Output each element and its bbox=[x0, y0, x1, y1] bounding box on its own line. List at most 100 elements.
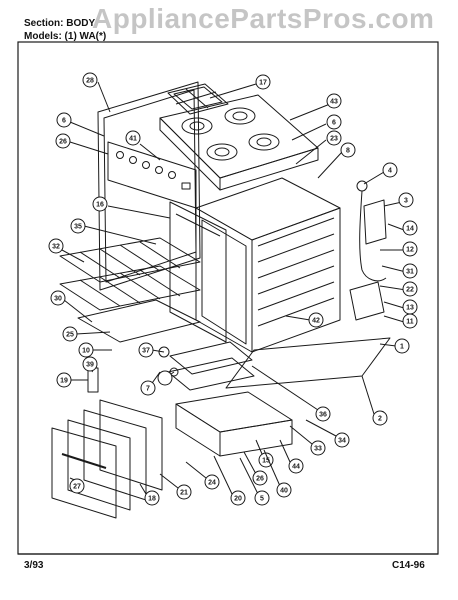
left-side-panel bbox=[169, 201, 227, 343]
oven-rack-lower bbox=[59, 265, 201, 311]
callout-label: 41 bbox=[129, 136, 137, 143]
rack-wire-7 bbox=[119, 272, 161, 300]
callout-label: 34 bbox=[338, 438, 346, 445]
callout-bubble-38 bbox=[157, 370, 173, 386]
grate-bar-2 bbox=[175, 91, 217, 105]
callout-bubble-2 bbox=[372, 410, 388, 426]
callout-label: 2 bbox=[378, 416, 382, 423]
footer-code: C14-96 bbox=[392, 560, 425, 571]
callout-bubble-37 bbox=[138, 342, 154, 358]
burner-well-4 bbox=[248, 133, 280, 151]
thermostat-bulb bbox=[356, 180, 368, 192]
callout-bubble-7 bbox=[140, 380, 156, 396]
callout-bubble-17 bbox=[255, 74, 271, 90]
rack-guide-3 bbox=[257, 249, 335, 279]
callout-bubble-25 bbox=[62, 326, 78, 342]
burner-well-2 bbox=[224, 107, 256, 125]
rack-wire-1 bbox=[79, 251, 121, 279]
callout-label: 31 bbox=[406, 269, 414, 276]
callout-label: 28 bbox=[86, 78, 94, 85]
callout-bubble-43 bbox=[326, 93, 342, 109]
models-label: Models: (1) WA(*) bbox=[24, 31, 107, 42]
callout-label: 18 bbox=[148, 496, 156, 503]
callout-label: 3 bbox=[404, 198, 408, 205]
callout-label: 25 bbox=[66, 332, 74, 339]
callout-label: 11 bbox=[406, 319, 414, 326]
callout-label: 35 bbox=[74, 224, 82, 231]
side-panel-crease bbox=[175, 213, 221, 237]
callout-bubble-6b bbox=[326, 114, 342, 130]
burner-cap-3 bbox=[214, 147, 230, 157]
knob-4 bbox=[155, 166, 163, 174]
callout-bubble-22 bbox=[402, 281, 418, 297]
callout-label: 12 bbox=[406, 247, 414, 254]
callout-label: 16 bbox=[96, 202, 104, 209]
rack-wire-4 bbox=[139, 241, 181, 269]
burner-cap-2 bbox=[232, 111, 248, 121]
drawer-side-wall bbox=[219, 419, 293, 457]
oven-rack-upper bbox=[59, 237, 201, 283]
rack-wire-2 bbox=[99, 248, 141, 276]
callout-label: 44 bbox=[292, 464, 300, 471]
callout-bubble-28 bbox=[82, 72, 98, 88]
burner-cap-4 bbox=[256, 137, 272, 147]
drawer-bottom bbox=[175, 391, 293, 433]
rear-panel bbox=[97, 81, 201, 291]
callout-label: 37 bbox=[142, 348, 150, 355]
knob-5 bbox=[168, 171, 176, 179]
callout-label: 8 bbox=[346, 148, 350, 155]
orifice-hood bbox=[169, 367, 179, 377]
callout-bubble-32 bbox=[48, 238, 64, 254]
valve-bracket bbox=[363, 199, 387, 245]
callout-bubble-10 bbox=[78, 342, 94, 358]
callout-label: 30 bbox=[54, 296, 62, 303]
knob-3 bbox=[142, 161, 150, 169]
callout-bubble-31 bbox=[402, 263, 418, 279]
door-inner-panel bbox=[67, 419, 131, 511]
callout-bubble-44 bbox=[288, 458, 304, 474]
oven-opening bbox=[201, 219, 247, 345]
section-label: Section: BODY bbox=[24, 18, 96, 29]
callout-label: 4 bbox=[388, 168, 392, 175]
callout-bubble-6a bbox=[56, 112, 72, 128]
callout-label: 43 bbox=[330, 99, 338, 106]
broil-pan bbox=[167, 357, 255, 391]
callout-bubble-18 bbox=[144, 490, 160, 506]
drawer-front-wall bbox=[175, 403, 221, 457]
callout-bubble-5 bbox=[254, 490, 270, 506]
callout-bubble-33 bbox=[310, 440, 326, 456]
callout-label: 33 bbox=[314, 446, 322, 453]
callout-bubble-27 bbox=[69, 478, 85, 494]
cooktop-side-edge bbox=[219, 147, 319, 191]
callout-label: 32 bbox=[52, 244, 60, 251]
callout-label: 40 bbox=[280, 488, 288, 495]
valve-assembly bbox=[87, 367, 99, 393]
callout-bubble-42 bbox=[308, 312, 324, 328]
panel-switch bbox=[181, 182, 191, 190]
callout-label: 17 bbox=[259, 80, 267, 87]
callout-bubble-3 bbox=[398, 192, 414, 208]
rack-wire-6 bbox=[99, 276, 141, 304]
callout-bubble-40 bbox=[276, 482, 292, 498]
callout-label: 36 bbox=[319, 412, 327, 419]
rack-guide-2 bbox=[257, 233, 335, 263]
watermark: AppliancePartsPros.com bbox=[92, 3, 435, 34]
callout-label: 26 bbox=[256, 476, 264, 483]
callout-bubble-35 bbox=[70, 218, 86, 234]
callout-bubble-26a bbox=[55, 133, 71, 149]
callout-bubble-30 bbox=[50, 290, 66, 306]
callout-label: 23 bbox=[330, 136, 338, 143]
callout-label: 13 bbox=[406, 305, 414, 312]
callout-bubble-24 bbox=[204, 474, 220, 490]
door-insulation bbox=[83, 409, 147, 501]
callout-label: 6 bbox=[332, 120, 336, 127]
callout-bubble-41 bbox=[125, 130, 141, 146]
callout-bubble-12 bbox=[402, 241, 418, 257]
callout-bubble-16 bbox=[92, 196, 108, 212]
callout-label: 20 bbox=[234, 496, 242, 503]
door-outer-panel bbox=[51, 427, 117, 519]
callout-label: 24 bbox=[208, 480, 216, 487]
callout-label: 1 bbox=[400, 344, 404, 351]
door-handle bbox=[61, 453, 107, 469]
grate-inner bbox=[173, 86, 223, 110]
